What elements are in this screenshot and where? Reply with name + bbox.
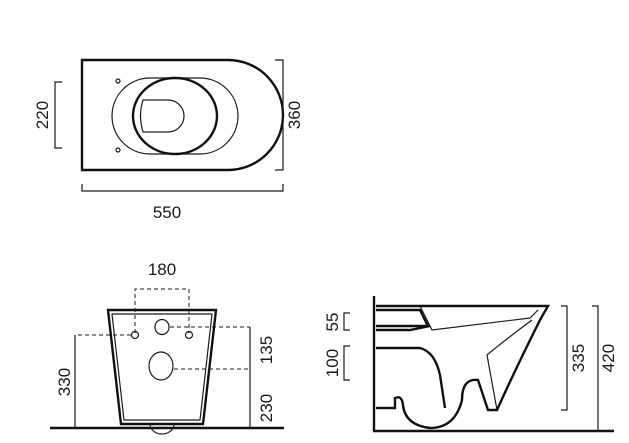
bowl-rim [131,76,219,156]
dimension-230: 230 [257,394,276,422]
dimension-330: 330 [55,368,74,396]
dimension-135: 135 [257,336,276,364]
bowl-opening [139,99,185,133]
outlet-bulge [149,423,175,435]
seat-hole [115,147,121,153]
dimension-420: 420 [599,344,618,372]
front-view: 180 330 135 230 [50,260,284,435]
seat-outline [111,77,239,155]
trap-line [486,319,533,411]
outlet-hole [148,351,174,381]
dashed-guide [170,326,250,370]
fixing-hole [184,330,194,340]
dimension-bracket [592,305,599,430]
dimension-180: 180 [148,260,176,279]
front-inner-outline [111,313,213,421]
dimension-bracket [275,59,284,171]
rim-line [419,305,539,331]
fixing-dimension [134,288,190,333]
dimension-55: 55 [323,313,342,332]
front-outline [106,308,218,426]
dimension-bracket [343,345,350,381]
dimension-550: 550 [153,203,181,222]
dimension-bracket [81,184,284,192]
dimension-bracket [343,312,350,331]
dimension-360: 360 [285,101,304,129]
side-outline [376,304,551,430]
seat-hole [115,78,121,84]
side-view: 55 100 335 420 [323,296,618,433]
dimension-335: 335 [569,344,588,372]
inlet-hole [154,318,170,336]
dimension-bracket [54,81,62,149]
dimension-220: 220 [33,101,52,129]
dimension-100: 100 [323,349,342,377]
side-internal-lines [376,308,447,409]
dimension-bracket [561,305,568,411]
fixing-hole [130,330,140,340]
top-view: 220 360 550 [33,58,304,222]
